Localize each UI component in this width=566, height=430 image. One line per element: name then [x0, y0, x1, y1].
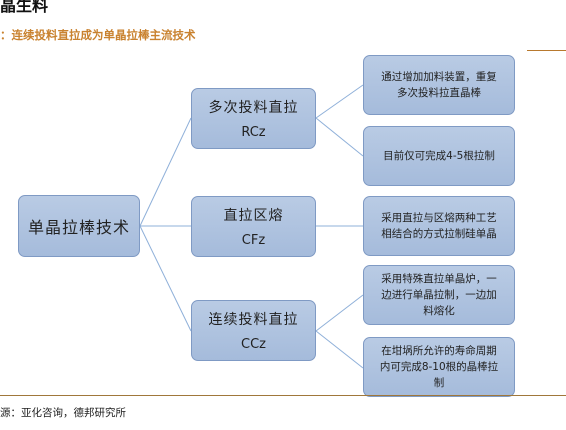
note-line: 在坩埚所允许的寿命周期 — [381, 345, 497, 357]
connector-root-rcz — [139, 117, 192, 227]
connector-rcz-note2 — [315, 117, 364, 157]
note-line: 料熔化 — [423, 305, 455, 317]
note-rcz-2: 目前仅可完成4-5根拉制 — [363, 126, 515, 186]
root-node: 单晶拉棒技术 — [18, 195, 140, 257]
method-name: 直拉区熔 — [223, 208, 284, 224]
method-name: 多次投料直拉 — [208, 100, 299, 116]
note-line: 制 — [433, 377, 445, 389]
method-abbr: CFz — [241, 233, 266, 248]
method-node-ccz: 连续投料直拉 CCz — [191, 300, 316, 361]
root-label: 单晶拉棒技术 — [27, 218, 130, 237]
method-abbr: CCz — [241, 337, 266, 352]
note-line: 多次投料拉直晶棒 — [397, 87, 481, 99]
connector-root-ccz — [139, 225, 192, 332]
note-line: 通过增加加料装置，重复 — [381, 71, 497, 83]
footer-divider — [0, 395, 566, 396]
connector-ccz-note1 — [315, 294, 364, 332]
note-line: 采用特殊直拉单晶炉，一 — [381, 273, 497, 285]
connector-rcz-note1 — [315, 84, 364, 119]
header-fragment: 晶生料 — [0, 0, 49, 15]
method-node-rcz: 多次投料直拉 RCz — [191, 88, 316, 149]
figure-title: ：连续投料直拉成为单晶拉棒主流技术 — [0, 28, 196, 42]
method-node-cfz: 直拉区熔 CFz — [191, 196, 316, 257]
title-divider — [527, 50, 566, 51]
note-line: 相结合的方式拉制硅单晶 — [381, 228, 497, 240]
note-line: 边进行单晶拉制，一边加 — [381, 289, 497, 301]
source-note: 源：亚化咨询，德邦研究所 — [0, 407, 126, 419]
note-line: 采用直拉与区熔两种工艺 — [381, 212, 497, 224]
note-ccz-2: 在坩埚所允许的寿命周期 内可完成8-10根的晶棒拉 制 — [363, 337, 515, 397]
method-name: 连续投料直拉 — [208, 312, 299, 328]
note-rcz-1: 通过增加加料装置，重复 多次投料拉直晶棒 — [363, 55, 515, 115]
note-cfz-1: 采用直拉与区熔两种工艺 相结合的方式拉制硅单晶 — [363, 196, 515, 256]
note-ccz-1: 采用特殊直拉单晶炉，一 边进行单晶拉制，一边加 料熔化 — [363, 265, 515, 325]
note-line: 内可完成8-10根的晶棒拉 — [379, 361, 499, 373]
connector-ccz-note2 — [315, 330, 364, 369]
method-abbr: RCz — [241, 125, 266, 140]
note-line: 目前仅可完成4-5根拉制 — [383, 150, 495, 162]
